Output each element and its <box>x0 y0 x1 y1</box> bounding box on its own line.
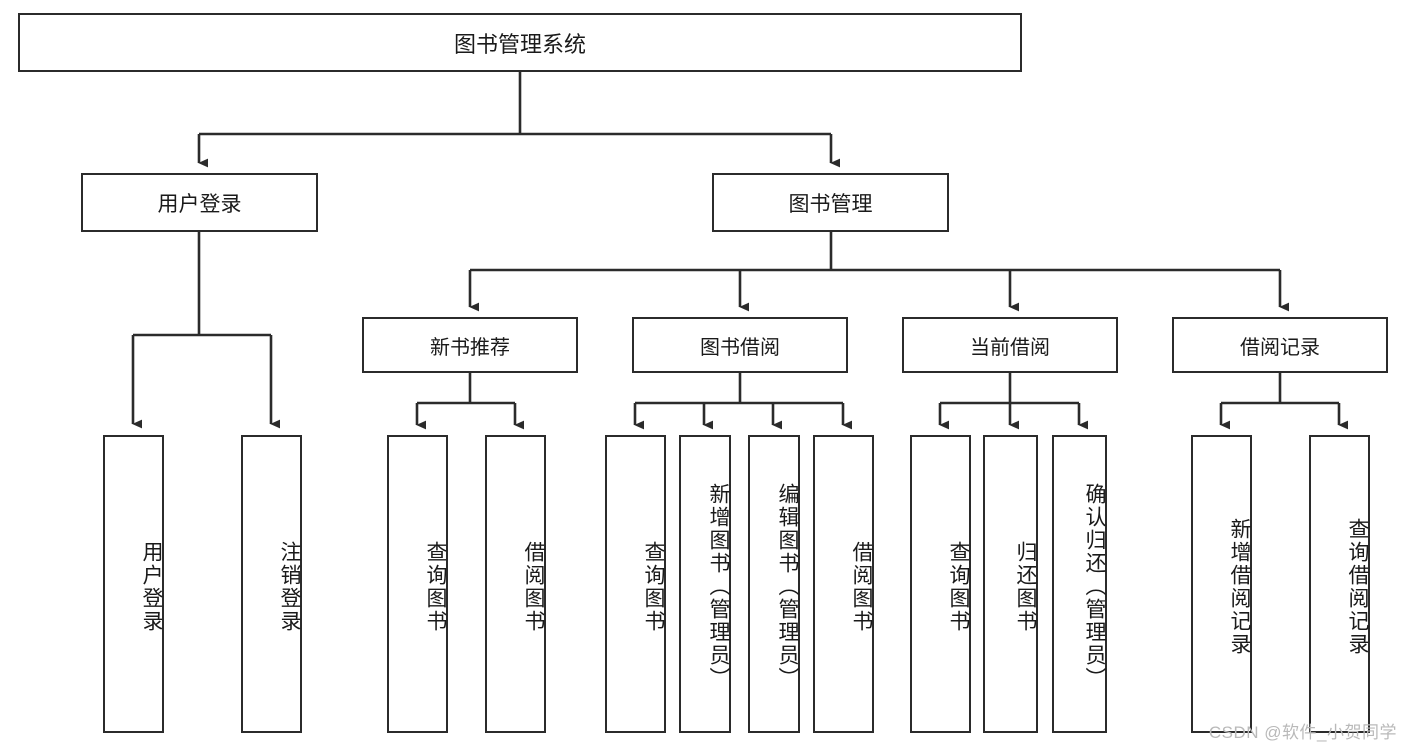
node-new-book-recommend[interactable]: 新书推荐 <box>362 317 578 373</box>
node-root[interactable]: 图书管理系统 <box>18 13 1022 72</box>
node-book-borrow[interactable]: 图书借阅 <box>632 317 848 373</box>
leaf-add-book[interactable]: 新增图书（管理员） <box>679 435 731 733</box>
leaf-query-book-recommend[interactable]: 查询图书 <box>387 435 448 733</box>
leaf-borrow-book-recommend[interactable]: 借阅图书 <box>485 435 546 733</box>
leaf-add-borrow-record[interactable]: 新增借阅记录 <box>1191 435 1252 733</box>
leaf-borrow-book[interactable]: 借阅图书 <box>813 435 874 733</box>
leaf-query-book-borrow[interactable]: 查询图书 <box>605 435 666 733</box>
watermark-text: CSDN @软件_小贺同学 <box>1208 723 1397 742</box>
leaf-user-login[interactable]: 用户登录 <box>103 435 164 733</box>
node-borrow-record[interactable]: 借阅记录 <box>1172 317 1388 373</box>
leaf-confirm-return[interactable]: 确认归还（管理员） <box>1052 435 1107 733</box>
node-current-borrow[interactable]: 当前借阅 <box>902 317 1118 373</box>
node-user-login[interactable]: 用户登录 <box>81 173 318 232</box>
leaf-logout-login[interactable]: 注销登录 <box>241 435 302 733</box>
leaf-return-book[interactable]: 归还图书 <box>983 435 1038 733</box>
node-book-management[interactable]: 图书管理 <box>712 173 949 232</box>
leaf-query-book-current[interactable]: 查询图书 <box>910 435 971 733</box>
leaf-query-borrow-record[interactable]: 查询借阅记录 <box>1309 435 1370 733</box>
leaf-edit-book[interactable]: 编辑图书（管理员） <box>748 435 800 733</box>
